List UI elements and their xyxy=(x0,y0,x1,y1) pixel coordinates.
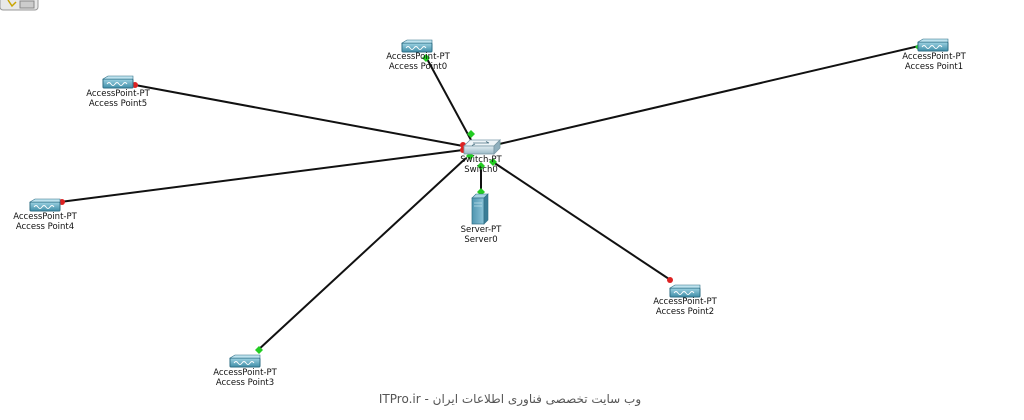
access-point4-icon[interactable] xyxy=(28,198,61,212)
server-type: Server-PT xyxy=(460,225,502,235)
toolbar-fragment-icon xyxy=(0,0,39,11)
access-point4-label: AccessPoint-PT Access Point4 xyxy=(0,212,105,232)
access-point3-label: AccessPoint-PT Access Point3 xyxy=(185,368,305,388)
link-light-ap2-switch xyxy=(489,158,497,166)
link-light-server-switch xyxy=(477,162,485,170)
access-point5-name: Access Point5 xyxy=(88,99,148,109)
access-point2-type: AccessPoint-PT xyxy=(653,297,717,307)
access-point0-icon[interactable] xyxy=(400,39,433,53)
link-light-ap0-switch xyxy=(467,130,475,138)
access-point0-name: Access Point0 xyxy=(388,62,448,72)
watermark: ITPro.ir - وب سایت تخصصی فناوری اطلاعات … xyxy=(378,392,642,406)
access-point0-type: AccessPoint-PT xyxy=(386,52,450,62)
link-light-ap0-end xyxy=(422,54,430,62)
access-point3-icon[interactable] xyxy=(228,354,261,368)
cable-ap3[interactable] xyxy=(256,157,467,352)
access-point5-type: AccessPoint-PT xyxy=(86,89,150,99)
server-name: Server0 xyxy=(464,235,498,245)
access-point5-icon[interactable] xyxy=(101,75,134,89)
cable-ap2[interactable] xyxy=(492,161,673,282)
switch-name: Switch0 xyxy=(464,165,498,175)
access-point2-name: Access Point2 xyxy=(655,307,715,317)
cable-ap4[interactable] xyxy=(59,149,464,203)
access-point5-label: AccessPoint-PT Access Point5 xyxy=(58,89,178,109)
access-point2-label: AccessPoint-PT Access Point2 xyxy=(625,297,745,317)
link-light-ap2-end xyxy=(667,277,673,283)
access-point1-name: Access Point1 xyxy=(904,62,964,72)
access-point1-label: AccessPoint-PT Access Point1 xyxy=(874,52,994,72)
access-point4-type: AccessPoint-PT xyxy=(13,212,77,222)
switch-label: Switch-PT Switch0 xyxy=(421,155,541,175)
access-point0-label: AccessPoint-PT Access Point0 xyxy=(358,52,478,72)
link-lights xyxy=(59,43,923,354)
access-point4-name: Access Point4 xyxy=(15,222,75,232)
access-point3-type: AccessPoint-PT xyxy=(213,368,277,378)
switch-type: Switch-PT xyxy=(460,155,502,165)
cable-ap0[interactable] xyxy=(425,56,472,141)
access-point1-icon[interactable] xyxy=(916,38,949,52)
access-point1-type: AccessPoint-PT xyxy=(902,52,966,62)
cable-ap1[interactable] xyxy=(494,45,920,146)
link-light-ap3-end xyxy=(255,346,263,354)
server-label: Server-PT Server0 xyxy=(421,225,541,245)
cables xyxy=(59,45,920,352)
access-point2-icon[interactable] xyxy=(668,284,701,298)
cable-ap5[interactable] xyxy=(134,84,464,147)
server-icon[interactable] xyxy=(471,193,489,225)
access-point3-name: Access Point3 xyxy=(215,378,275,388)
switch-icon[interactable] xyxy=(463,139,501,155)
